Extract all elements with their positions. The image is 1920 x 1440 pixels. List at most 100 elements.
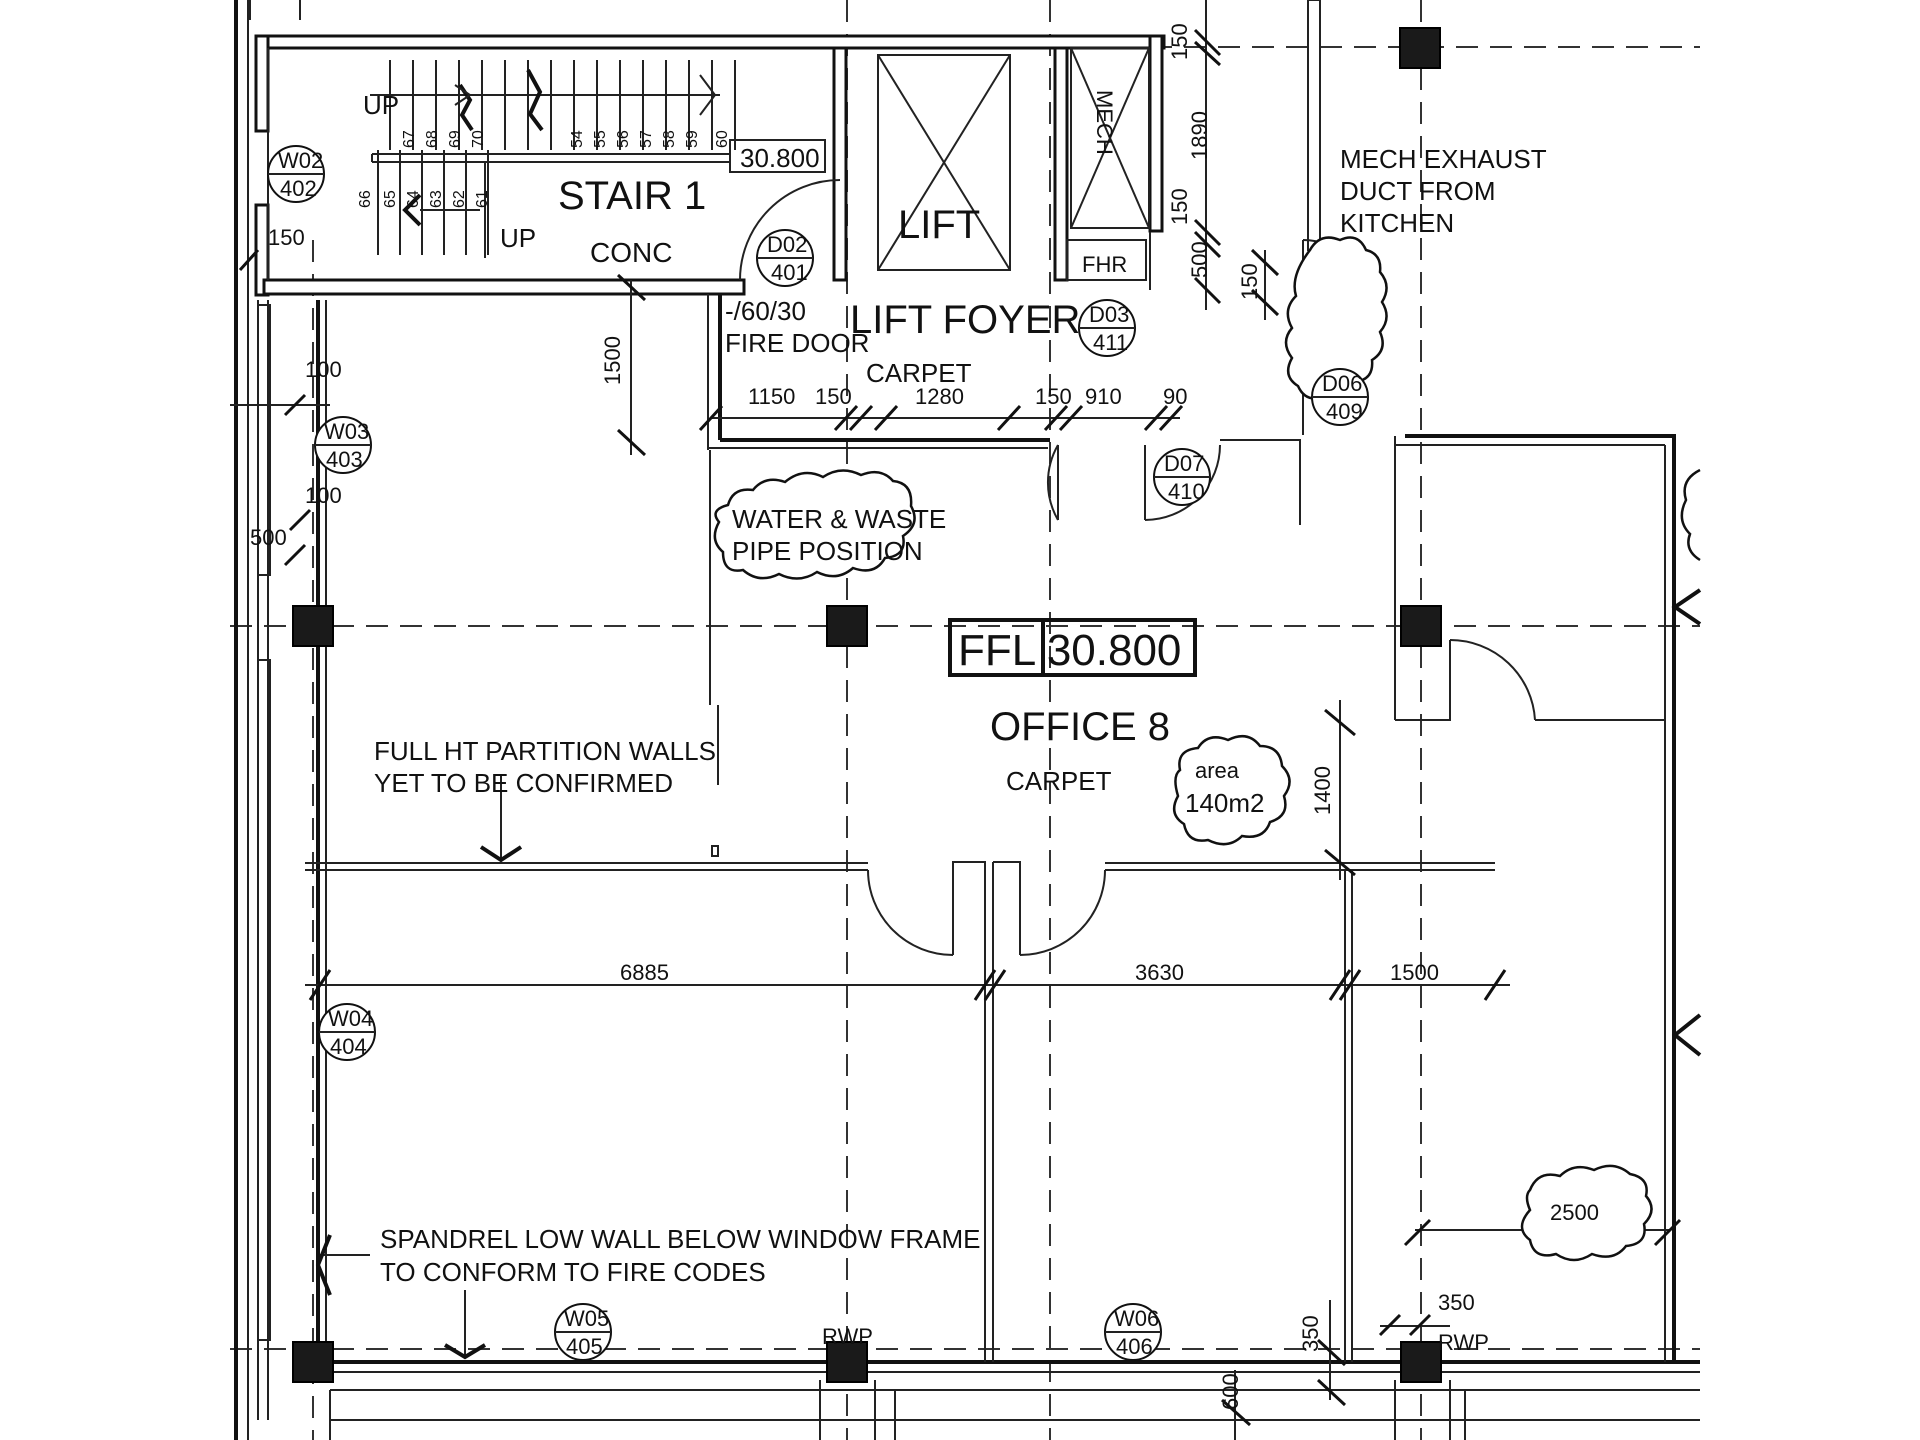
tag-d07-ref: 410: [1168, 479, 1205, 504]
tread-number: 57: [638, 130, 655, 148]
column: [826, 1341, 868, 1383]
dim-label: 600: [1218, 1373, 1243, 1410]
tag-w05-ref: 405: [566, 1334, 603, 1359]
tread-number: 58: [661, 130, 678, 148]
tag-d03-code: D03: [1089, 302, 1129, 327]
dim-label: 150: [815, 384, 852, 409]
dim-label: 6885: [620, 960, 669, 985]
column: [1400, 605, 1442, 647]
dim-label: 90: [1163, 384, 1187, 409]
tag-w03-code: W03: [324, 419, 369, 444]
mech-note-2: DUCT FROM: [1340, 176, 1496, 206]
structural-columns: [292, 27, 1442, 1383]
tread-number: 54: [569, 130, 586, 148]
mech-note-3: KITCHEN: [1340, 208, 1454, 238]
tread-number: 60: [714, 130, 731, 148]
dim-label: 100: [305, 483, 342, 508]
tag-w04-ref: 404: [330, 1034, 367, 1059]
tag-d06-ref: 409: [1326, 399, 1363, 424]
dim-label: 910: [1085, 384, 1122, 409]
tag-w06-ref: 406: [1116, 1334, 1153, 1359]
window-door-tags: [267, 145, 1369, 1361]
tag-w04-code: W04: [328, 1006, 373, 1031]
dim-label: 150: [1035, 384, 1072, 409]
dim-label: 1890: [1187, 111, 1212, 160]
area-cloud: [1172, 734, 1291, 846]
stair-core: [254, 34, 1166, 297]
tread-number: 70: [470, 130, 487, 148]
column: [292, 1341, 334, 1383]
tread-number: 65: [382, 190, 399, 208]
partition-note-1: FULL HT PARTITION WALLS: [374, 736, 716, 766]
stair-finish-label: CONC: [590, 237, 672, 268]
column: [1400, 1341, 1442, 1383]
tag-w02-ref: 402: [280, 176, 317, 201]
dim-label: 1500: [1390, 960, 1439, 985]
tag-d02-ref: 401: [771, 260, 808, 285]
plan-labels: STAIR 1 CONC LIFT MECH FHR LIFT FOYER CA…: [250, 23, 1599, 1410]
dim-label: 1280: [915, 384, 964, 409]
lift-foyer-label: LIFT FOYER: [850, 298, 1080, 342]
dim-label: 350: [1438, 1290, 1475, 1315]
dim-label: 1400: [1310, 766, 1335, 815]
ffl-box: [948, 618, 1197, 677]
spandrel-note-2: TO CONFORM TO FIRE CODES: [380, 1257, 766, 1287]
dim-label: 1500: [600, 336, 625, 385]
stair-up-label-1: UP: [363, 90, 399, 120]
lift-label: LIFT: [898, 203, 980, 247]
dim-label: 100: [305, 357, 342, 382]
column: [292, 605, 334, 647]
tread-number: 66: [357, 190, 374, 208]
stair-up-label-2: UP: [500, 223, 536, 253]
tread-number: 61: [474, 190, 491, 208]
tread-number: 56: [615, 130, 632, 148]
mech-cloud: [1284, 236, 1388, 400]
tag-w03-ref: 403: [326, 447, 363, 472]
water-note-2: PIPE POSITION: [732, 536, 923, 566]
partition-note-2: YET TO BE CONFIRMED: [374, 768, 673, 798]
rwp-label-1: RWP: [822, 1324, 873, 1349]
dim-label: 150: [1167, 23, 1192, 60]
dim-label: 1150: [748, 384, 795, 409]
dim-label: 500: [1187, 241, 1212, 278]
column: [826, 605, 868, 647]
area-value: 140m2: [1185, 788, 1265, 818]
tread-number: 59: [684, 130, 701, 148]
structural-grid-lines: [230, 0, 1700, 1440]
rwp-label-2: RWP: [1438, 1330, 1489, 1355]
tag-w05-code: W05: [564, 1306, 609, 1331]
tag-d06-code: D06: [1322, 371, 1362, 396]
revision-clouds: [713, 236, 1701, 1262]
dim-label: 150: [1167, 188, 1192, 225]
fire-door-note: FIRE DOOR: [725, 328, 869, 358]
dim-label: 500: [250, 525, 287, 550]
interior-walls: [305, 0, 1702, 1362]
dim-label: 150: [1237, 263, 1262, 300]
area-label: area: [1195, 758, 1240, 783]
office-label: OFFICE 8: [990, 705, 1170, 749]
west-facade: [234, 0, 327, 1440]
column: [1399, 27, 1441, 69]
tag-w06-code: W06: [1114, 1306, 1159, 1331]
tag-d03-ref: 411: [1093, 330, 1128, 355]
stair-label: STAIR 1: [558, 174, 706, 218]
tread-number: 67: [401, 130, 418, 148]
tread-number: 68: [424, 130, 441, 148]
ffl-label: FFL 30.800: [958, 626, 1181, 675]
tread-number: 69: [447, 130, 464, 148]
tread-number: 62: [451, 190, 468, 208]
stair-flight-upper: [370, 60, 736, 150]
mech-note-1: MECH EXHAUST: [1340, 144, 1547, 174]
water-note-1: WATER & WASTE: [732, 504, 946, 534]
dim-label: 3630: [1135, 960, 1184, 985]
tag-w02-code: W02: [278, 148, 323, 173]
tread-number: 64: [405, 190, 422, 208]
fire-door-rating: -/60/30: [725, 296, 806, 326]
tread-number: 55: [592, 130, 609, 148]
mech-label: MECH: [1092, 90, 1117, 155]
office-finish-label: CARPET: [1006, 766, 1112, 796]
fhr-label: FHR: [1082, 252, 1127, 277]
stair-flight-lower: [371, 150, 730, 258]
tread-number: 63: [428, 190, 445, 208]
